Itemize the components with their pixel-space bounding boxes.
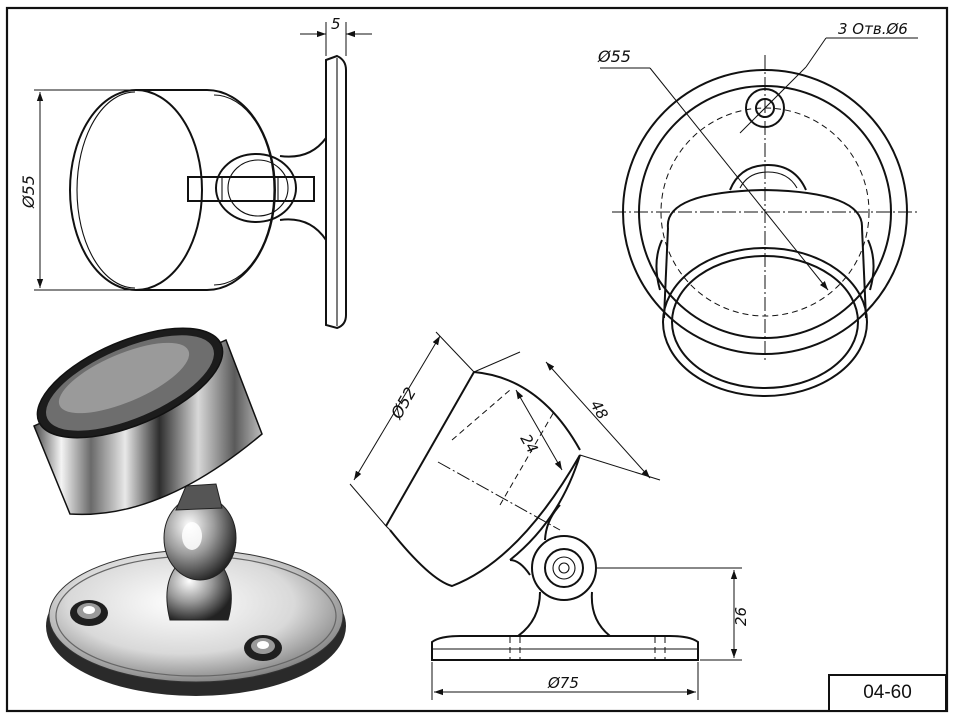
dim-holes: 3 Отв.Ø6 (838, 20, 908, 38)
dim-side-thickness: 5 (331, 15, 341, 33)
dim-side-diameter: Ø55 (19, 175, 38, 209)
isometric-render (33, 327, 346, 696)
top-view: Ø55 3 Отв.Ø6 (597, 20, 918, 397)
sheet-border (5, 6, 949, 713)
isometric-drawing: Ø52 24 48 26 Ø75 (349, 331, 750, 700)
dim-top-diameter: Ø55 (597, 47, 631, 66)
drawing-number: 04-60 (863, 682, 912, 703)
dim-iso-height: 26 (732, 607, 750, 626)
dim-iso-length: 48 (587, 397, 612, 423)
title-box (828, 674, 947, 712)
dim-base-diameter: Ø75 (547, 674, 579, 692)
side-view: 5 Ø55 (19, 15, 372, 330)
dim-iso-depth: 24 (517, 431, 542, 457)
